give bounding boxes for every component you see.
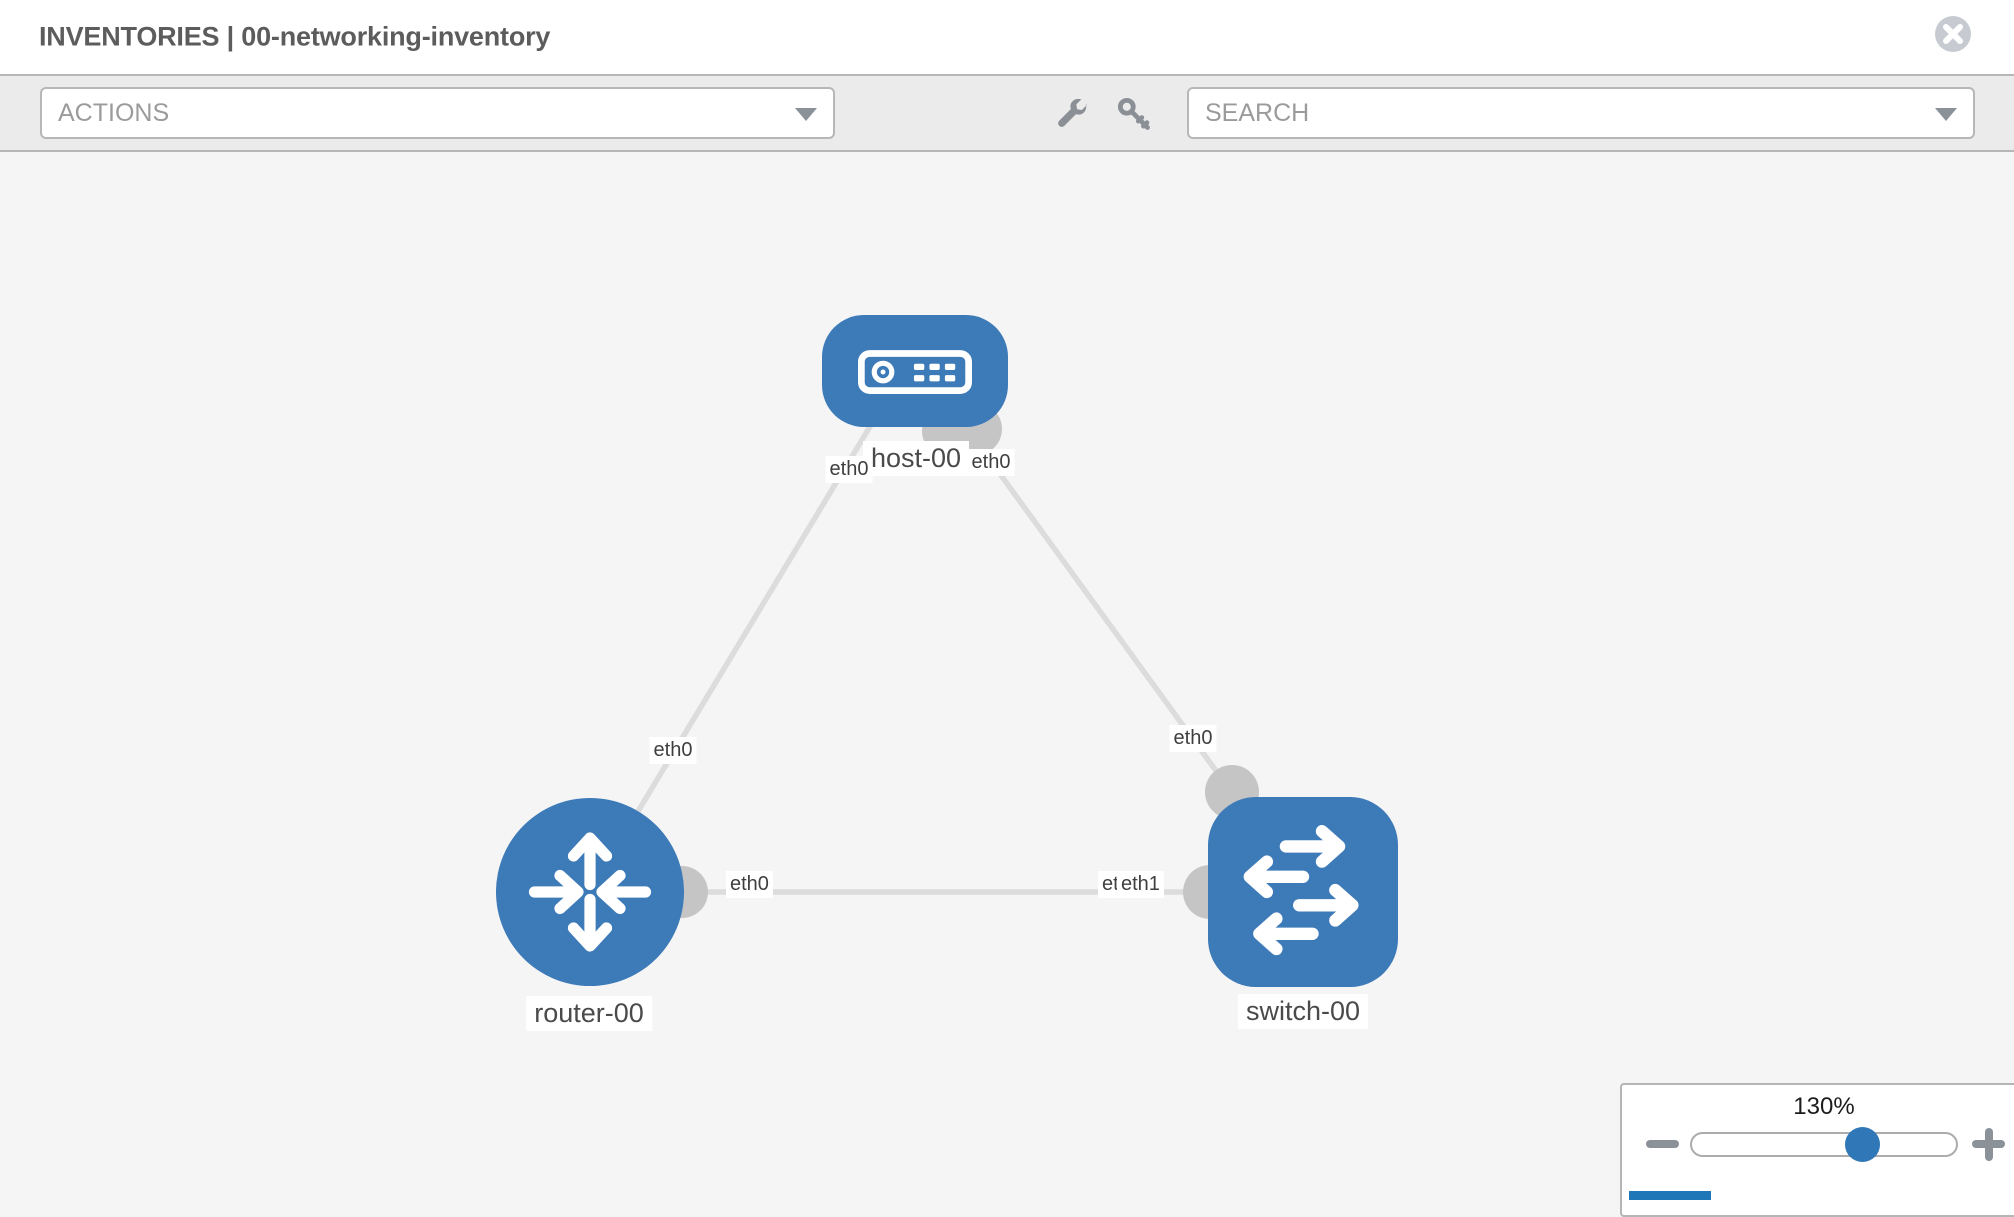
- zoom-out-button[interactable]: [1646, 1140, 1679, 1148]
- node-host-00[interactable]: [822, 315, 1008, 427]
- wrench-icon[interactable]: [1052, 96, 1088, 132]
- router-icon: [528, 832, 652, 952]
- node-router-00[interactable]: [496, 798, 684, 986]
- plus-icon: [1984, 1127, 1993, 1161]
- chevron-down-icon: [1935, 108, 1957, 121]
- iface-label-switch-eth1: eth1: [1117, 871, 1164, 898]
- close-icon[interactable]: [1934, 15, 1972, 53]
- bottom-edge-element: [1629, 1191, 1711, 1200]
- iface-label-host-eth0-right: eth0: [967, 449, 1015, 476]
- switch-icon: [1243, 825, 1359, 956]
- actions-dropdown-label: ACTIONS: [58, 99, 170, 127]
- node-label-router: router-00: [526, 996, 652, 1031]
- header-bar: INVENTORIES | 00-networking-inventory: [0, 0, 2014, 76]
- key-icon[interactable]: [1116, 96, 1152, 132]
- toolbar: ACTIONS SEARCH: [0, 76, 2014, 152]
- zoom-level-value: 130%: [1793, 1093, 1855, 1120]
- host-icon: [858, 350, 972, 394]
- search-input[interactable]: SEARCH: [1187, 87, 1975, 139]
- iface-label-switch-eth0-top: eth0: [1169, 725, 1217, 752]
- node-label-host: host-00: [862, 441, 970, 476]
- iface-label-router-eth0-right: eth0: [726, 871, 773, 898]
- chevron-down-icon: [795, 108, 817, 121]
- zoom-slider-track[interactable]: [1690, 1132, 1958, 1157]
- node-label-switch: switch-00: [1237, 994, 1369, 1029]
- search-placeholder: SEARCH: [1205, 99, 1310, 127]
- zoom-in-button[interactable]: [1968, 1123, 2010, 1165]
- iface-label-host-eth0-left: eth0: [825, 456, 873, 483]
- iface-label-router-eth0-top: eth0: [649, 737, 697, 764]
- page-title: INVENTORIES | 00-networking-inventory: [39, 21, 551, 52]
- node-switch-00[interactable]: [1208, 797, 1398, 987]
- zoom-slider-thumb[interactable]: [1845, 1127, 1880, 1162]
- actions-dropdown[interactable]: ACTIONS: [40, 87, 835, 139]
